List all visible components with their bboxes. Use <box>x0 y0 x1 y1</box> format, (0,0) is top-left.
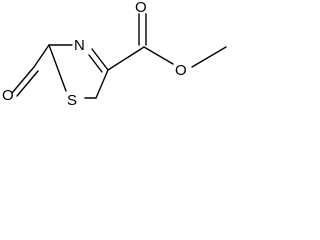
ester-oxygen-label: O <box>175 62 187 79</box>
bond-c4-carboxyl <box>107 46 145 71</box>
bond-s1-c2 <box>48 44 67 92</box>
ring-nitrogen-label: N <box>74 37 85 54</box>
molecule-structure: O N S O O <box>2 0 227 109</box>
aldehyde-oxygen-label: O <box>2 87 14 104</box>
bond-n3-c4-inner <box>88 54 103 73</box>
bond-aldehyde-co-2 <box>16 70 39 97</box>
bond-ester-o <box>143 46 174 65</box>
bond-c4-c5 <box>95 69 109 99</box>
ring-sulfur-label: S <box>67 92 77 109</box>
bond-aldehyde-ch <box>33 44 50 68</box>
bond-aldehyde-co-1 <box>11 66 35 94</box>
bond-methyl <box>191 46 227 68</box>
carbonyl-oxygen-label: O <box>135 0 147 16</box>
bonds <box>11 13 227 99</box>
atom-labels: O N S O O <box>2 0 187 109</box>
bond-n3-c4 <box>91 48 109 71</box>
